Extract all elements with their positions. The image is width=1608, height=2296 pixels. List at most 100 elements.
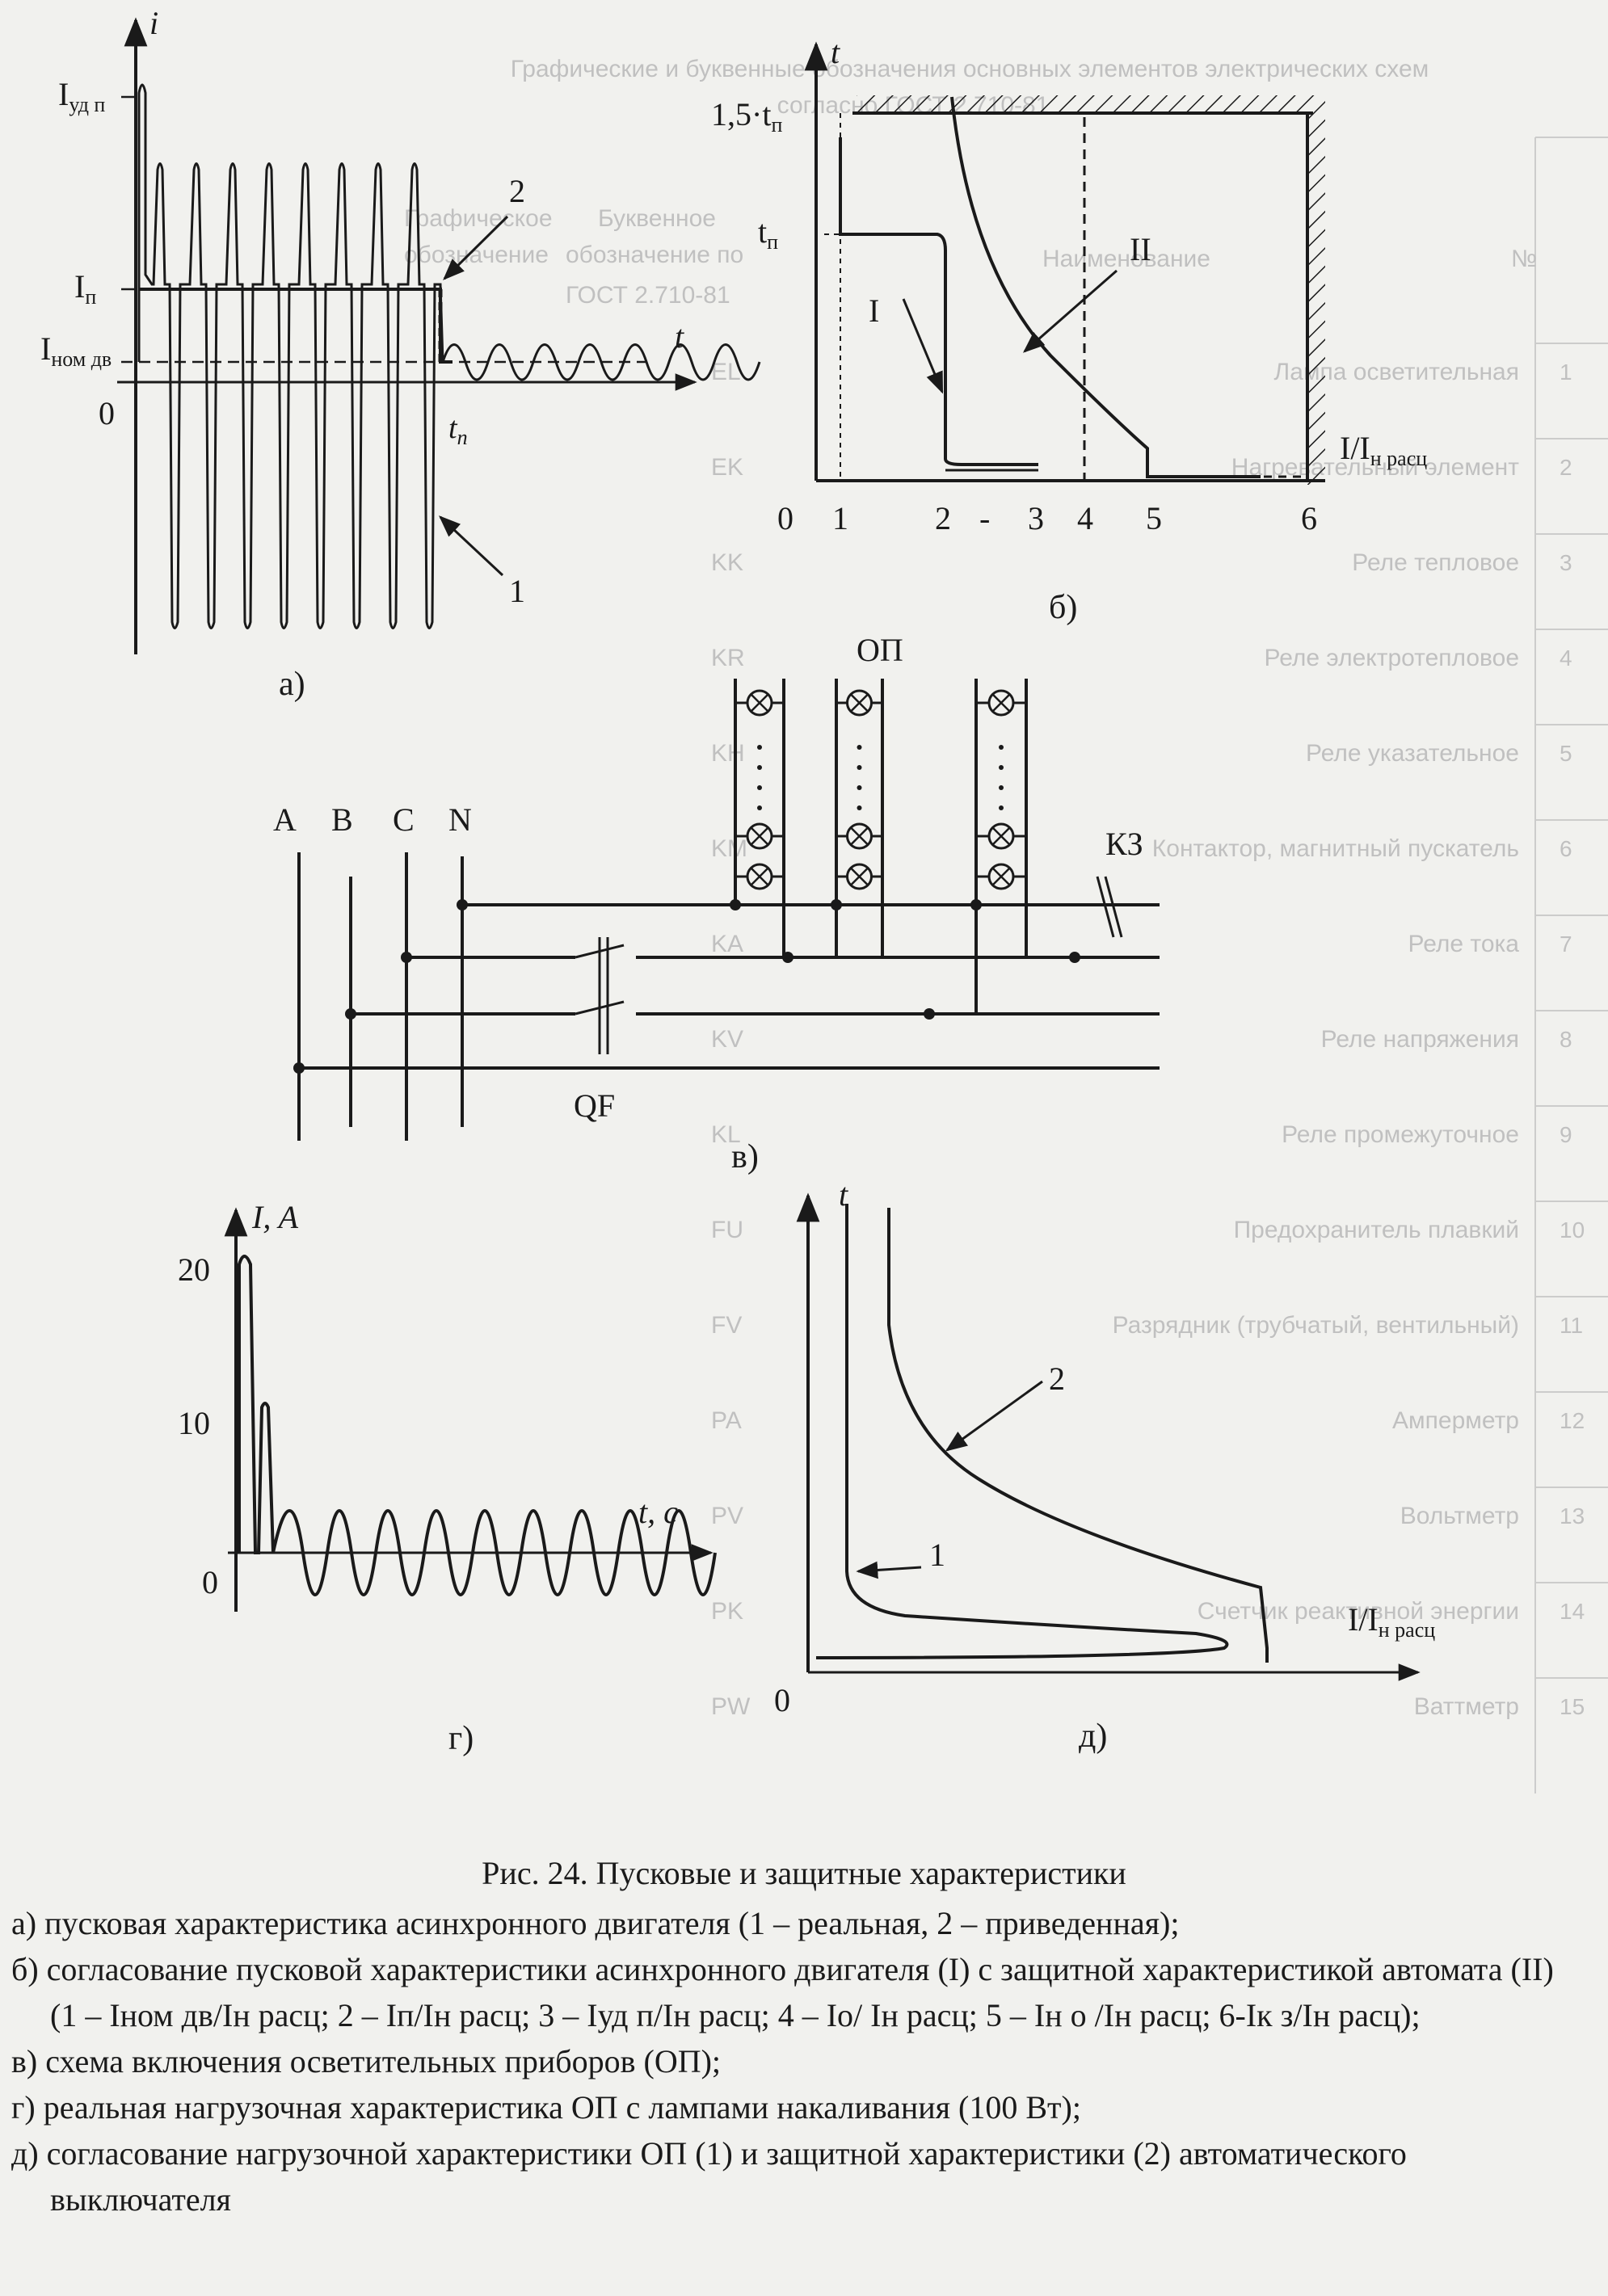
ghost-row-name: Счетчик реактивной энергии	[1198, 1598, 1519, 1625]
ghost-row-num: 7	[1560, 931, 1572, 957]
plot-d-arrow-1	[856, 1561, 922, 1579]
ghost-col-name: Наименование	[1042, 246, 1210, 272]
phase-c-label: C	[393, 801, 415, 838]
lamp-ellipsis	[857, 745, 862, 750]
circuit-lighting-connection	[293, 679, 1160, 1141]
plot-b-tick-1: 1	[832, 500, 848, 536]
ghost-col-code-1: Буквенное	[598, 205, 716, 232]
figure-legend: а) пусковая характеристика асинхронного …	[11, 1900, 1587, 2222]
plot-b-tick-dash: -	[979, 500, 990, 536]
plot-b-arrow-II	[1022, 269, 1118, 353]
phase-b-label: B	[331, 801, 353, 838]
plot-b-hatch-top	[857, 95, 1325, 113]
figure-caption: Рис. 24. Пусковые и защитные характерист…	[482, 1855, 1126, 1891]
ghost-row-code: EL	[711, 359, 741, 385]
plot-b-tick-4: 4	[1077, 500, 1093, 536]
ghost-row-num: 11	[1560, 1313, 1583, 1338]
plot-a-labels: i t Iуд п Iп Iном дв 0 tп 2 1 а)	[40, 5, 684, 703]
lamp-ellipsis	[757, 805, 762, 810]
lamp-ellipsis	[999, 745, 1004, 750]
plot-b-tick-5: 5	[1146, 500, 1162, 536]
plot-d-curve-1-label: 1	[929, 1537, 945, 1573]
lamp-cross	[850, 868, 869, 885]
plot-b-tick-3: 3	[1028, 500, 1044, 536]
plot-b-curve-II-label: II	[1130, 231, 1151, 267]
plot-g-y-label: I, A	[251, 1199, 299, 1235]
phase-a-label: A	[273, 801, 297, 838]
ghost-row-num: 15	[1560, 1694, 1585, 1719]
ghost-row-num: 10	[1560, 1217, 1585, 1243]
plot-d-x-label: I/Iн расц	[1348, 1601, 1435, 1642]
lamp-cross	[751, 827, 768, 845]
ghost-row-name: Предохранитель плавкий	[1234, 1217, 1519, 1243]
lamp-ellipsis	[999, 785, 1004, 790]
ghost-row-num: 8	[1560, 1027, 1572, 1052]
plot-d-curve-1	[815, 1204, 1229, 1659]
plot-a-arrow-1	[439, 515, 504, 577]
ghost-row-name: Реле электротепловое	[1265, 645, 1519, 671]
ghost-row-num: 6	[1560, 836, 1572, 861]
ghost-row-code: FU	[711, 1217, 743, 1243]
plot-b-arrow-I	[902, 298, 944, 394]
lamp-ellipsis	[999, 805, 1004, 810]
ghost-row-code: KA	[711, 931, 743, 957]
ghost-row-code: KH	[711, 740, 745, 767]
plot-b-panel-label: б)	[1049, 589, 1077, 626]
plot-d-panel-label: д)	[1079, 1718, 1107, 1755]
lamp-ellipsis	[757, 785, 762, 790]
legend-item-b: б) согласование пусковой характеристики …	[11, 1951, 1554, 2033]
legend-item-a: а) пусковая характеристика асинхронного …	[11, 1905, 1180, 1941]
ghost-row-name: Разрядник (трубчатый, вентильный)	[1113, 1312, 1519, 1339]
plot-g-labels: I, A t, c 20 10 0 г)	[178, 1199, 678, 1757]
plot-a-starting-characteristic	[117, 17, 761, 654]
op-label: ОП	[857, 632, 903, 668]
lamp-cross	[992, 694, 1010, 712]
plot-g-panel-label: г)	[448, 1720, 474, 1757]
plot-b-tick-6: 6	[1301, 500, 1317, 536]
ghost-row-code: KM	[711, 835, 747, 862]
ghost-row-name: Реле тепловое	[1352, 549, 1519, 576]
plot-d-coordination	[796, 1192, 1421, 1681]
ghost-row-num: 13	[1560, 1503, 1585, 1529]
kz-label: КЗ	[1105, 826, 1143, 862]
junction-dots	[293, 899, 1080, 1074]
ghost-row-num: 1	[1560, 360, 1572, 385]
ghost-row-name: Ваттметр	[1414, 1693, 1519, 1720]
ghost-row-code: EK	[711, 454, 743, 481]
plot-g-tick-20: 20	[178, 1251, 210, 1288]
plot-a-tp-label: tп	[448, 411, 468, 449]
plot-a-y-label: i	[149, 5, 158, 41]
plot-a-t-label: t	[675, 318, 684, 355]
lamp-cross	[850, 694, 869, 712]
plot-b-curve-II	[950, 96, 1261, 478]
plot-d-zero: 0	[774, 1682, 790, 1718]
ghost-col-sym-2: обозначение	[404, 242, 549, 268]
plot-a-curve-1-label: 1	[509, 573, 525, 609]
plot-d-labels: t 1 2 I/Iн расц 0 д)	[774, 1176, 1435, 1755]
lamp-ellipsis	[757, 745, 762, 750]
ghost-row-code: KV	[711, 1026, 743, 1053]
plot-b-curve-I	[839, 137, 1038, 466]
plot-a-curve-1-real	[137, 83, 761, 629]
lamp-ellipsis	[857, 765, 862, 770]
plot-b-tick-0: 0	[777, 500, 793, 536]
lamp-ellipsis	[999, 765, 1004, 770]
ghost-row-name: Реле тока	[1408, 931, 1520, 957]
ghost-row-name: Реле указательное	[1306, 740, 1519, 767]
plot-b-tick-2: 2	[935, 500, 951, 536]
breaker-qf	[575, 937, 625, 1054]
ghost-row-name: Амперметр	[1392, 1407, 1519, 1434]
ghost-row-name: Реле промежуточное	[1282, 1121, 1519, 1148]
ghost-row-code: PW	[711, 1693, 751, 1720]
legend-item-d: д) согласование нагрузочной характеристи…	[11, 2135, 1407, 2218]
plot-g-load-characteristic	[224, 1207, 717, 1612]
ghost-col-code-2: обозначение по	[566, 242, 743, 268]
plot-b-hatch-right	[1307, 113, 1325, 485]
qf-label: QF	[574, 1087, 615, 1124]
plot-a-ip-label: Iп	[74, 268, 96, 309]
lamp-cross	[992, 868, 1010, 885]
plot-g-x-label: t, c	[638, 1494, 678, 1530]
kz-mark-1	[1096, 876, 1115, 938]
plot-a-curve-2-reduced	[139, 288, 453, 364]
lamp-cross	[751, 694, 768, 712]
